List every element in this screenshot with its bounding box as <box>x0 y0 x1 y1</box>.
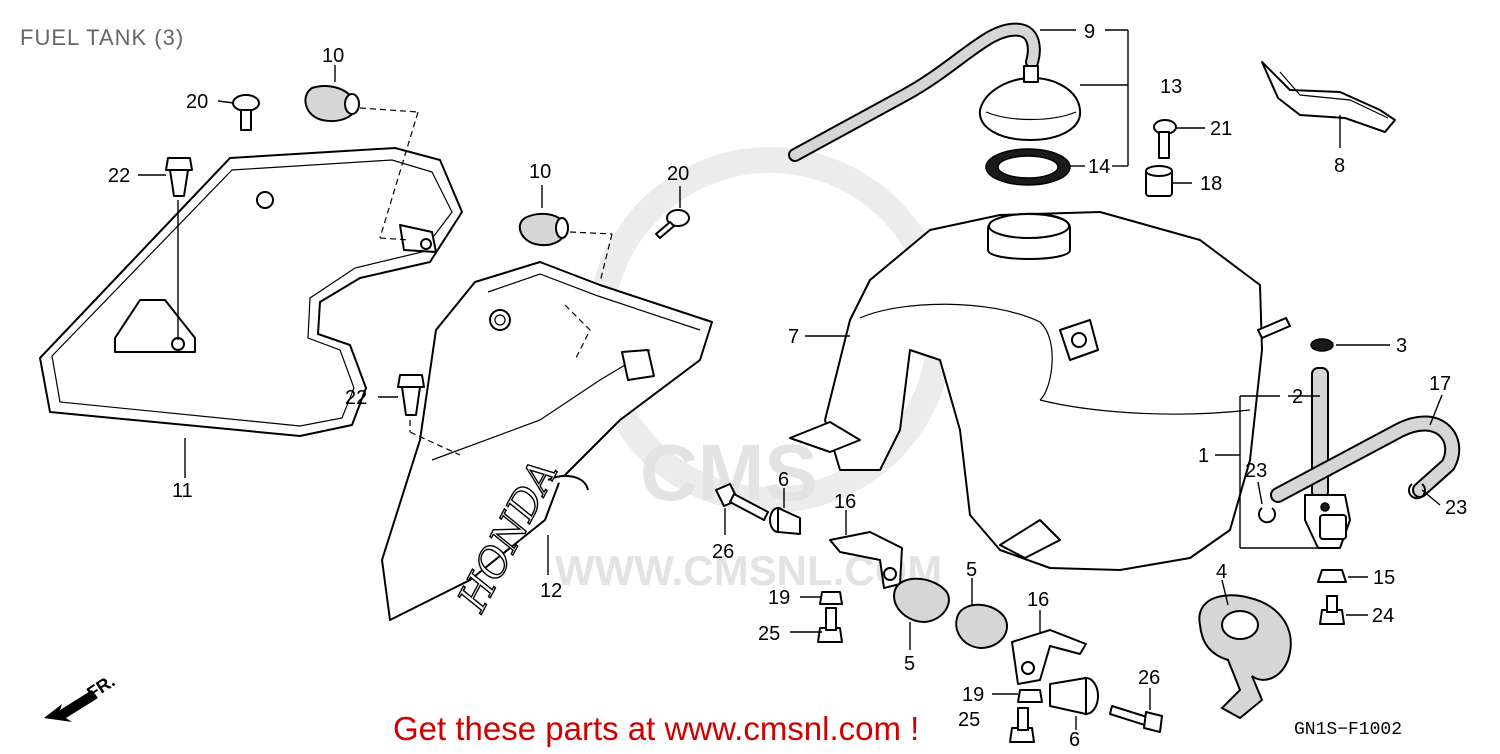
part-17-fuel-tube <box>1270 415 1461 503</box>
part-6-collar-upper <box>769 507 801 535</box>
part-labels: 20 10 22 11 10 20 22 12 7 9 13 14 21 18 … <box>108 21 1467 751</box>
part-22-clip-lower <box>397 374 425 416</box>
diagram-code: GN1S−F1002 <box>1294 720 1402 740</box>
label-6-lower: 6 <box>1069 729 1080 751</box>
part-4-valve-cover <box>1198 594 1292 720</box>
part-7-fuel-tank <box>789 211 1291 571</box>
part-18-collar <box>1145 165 1173 197</box>
front-arrow-icon <box>44 690 98 722</box>
part-23-clip-left <box>1258 507 1276 524</box>
part-15-nut <box>1317 569 1347 583</box>
part-22-clip-upper <box>165 157 193 197</box>
label-7: 7 <box>788 326 799 348</box>
promo-link[interactable]: Get these parts at www.cmsnl.com ! <box>393 710 919 747</box>
part-10-grommet-upper <box>304 85 360 122</box>
label-19-upper: 19 <box>768 587 790 609</box>
part-6-collar-lower <box>1049 677 1099 715</box>
part-20-screw-lower <box>655 209 690 239</box>
label-14: 14 <box>1088 156 1110 178</box>
part-26-bolt-lower <box>1109 705 1163 733</box>
label-13: 13 <box>1160 76 1182 98</box>
label-6-upper: 6 <box>778 469 789 491</box>
label-20-upper: 20 <box>186 91 208 113</box>
label-1: 1 <box>1198 445 1209 467</box>
part-23-clip-right <box>1408 483 1426 500</box>
label-22-lower: 22 <box>345 387 367 409</box>
part-16-bracket-upper <box>829 531 903 589</box>
part-14-cap-gasket <box>985 148 1071 186</box>
label-25-lower: 25 <box>958 709 980 731</box>
part-21-screw <box>1153 119 1177 159</box>
label-16-lower: 16 <box>1027 589 1049 611</box>
label-2: 2 <box>1292 386 1303 408</box>
label-5-lower-left: 5 <box>904 653 915 675</box>
label-11: 11 <box>172 480 193 502</box>
part-9-breather-hose <box>788 22 1041 162</box>
label-10-lower: 10 <box>529 161 551 183</box>
label-8: 8 <box>1334 155 1345 177</box>
label-16-upper: 16 <box>834 491 856 513</box>
label-3: 3 <box>1396 335 1407 357</box>
label-24: 24 <box>1372 605 1394 627</box>
part-25-bolt-upper <box>817 607 843 643</box>
part-19-nut-upper <box>819 591 843 605</box>
label-4: 4 <box>1216 561 1227 583</box>
label-26-lower: 26 <box>1138 667 1160 689</box>
part-25-bolt-lower <box>1009 707 1035 743</box>
part-8-bracket <box>1261 61 1396 133</box>
label-20-lower: 20 <box>667 163 689 185</box>
part-11-left-shroud <box>39 147 463 437</box>
leader-lines <box>138 29 1443 730</box>
label-26-upper: 26 <box>712 541 734 563</box>
label-23-left: 23 <box>1245 460 1267 482</box>
label-15: 15 <box>1373 567 1395 589</box>
part-5-cushion-upper <box>893 577 950 624</box>
label-17: 17 <box>1429 373 1451 395</box>
part-1-fuel-valve <box>1304 494 1351 549</box>
part-26-bolt-upper <box>715 483 769 521</box>
part-5-cushion-middle <box>955 603 1008 650</box>
part-19-nut-lower <box>1017 689 1043 703</box>
label-18: 18 <box>1200 173 1222 195</box>
label-25-upper: 25 <box>758 623 780 645</box>
label-19-lower: 19 <box>962 684 984 706</box>
label-9: 9 <box>1084 21 1095 43</box>
label-21: 21 <box>1210 118 1232 140</box>
front-indicator: FR. <box>44 671 119 722</box>
label-10-upper: 10 <box>322 45 344 67</box>
label-22-upper: 22 <box>108 165 130 187</box>
label-23-right: 23 <box>1445 497 1467 519</box>
part-3-washer <box>1310 338 1334 352</box>
label-12: 12 <box>540 580 562 602</box>
part-13-fuel-cap <box>978 65 1082 141</box>
part-16-bracket-lower <box>1011 629 1087 685</box>
label-5-upper: 5 <box>966 559 977 581</box>
part-24-bolt <box>1319 595 1345 625</box>
part-10-grommet-lower <box>518 212 569 246</box>
part-20-screw-upper <box>232 94 260 131</box>
diagram-title: FUEL TANK (3) <box>20 25 184 50</box>
